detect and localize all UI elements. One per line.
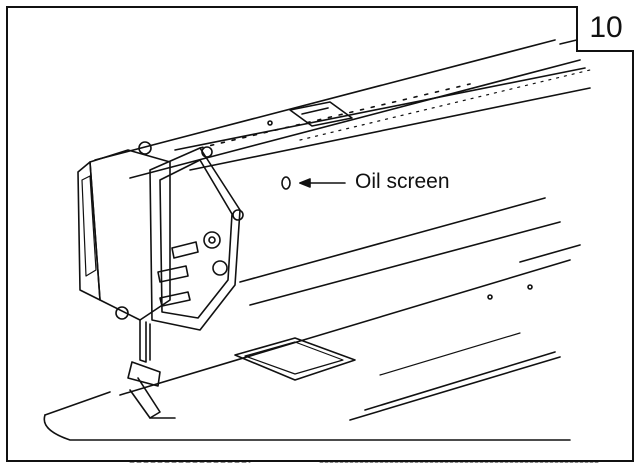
machine-bed (43, 197, 581, 441)
oil-screen-cover (201, 101, 353, 158)
figure-frame (6, 6, 634, 462)
figure-number: 10 (576, 6, 634, 52)
callout-arrow (299, 178, 346, 188)
oil-screen-label: Oil screen (355, 170, 450, 193)
machine-head (77, 141, 244, 419)
oil-screen-hole (281, 176, 291, 190)
machine-arm (94, 37, 591, 179)
